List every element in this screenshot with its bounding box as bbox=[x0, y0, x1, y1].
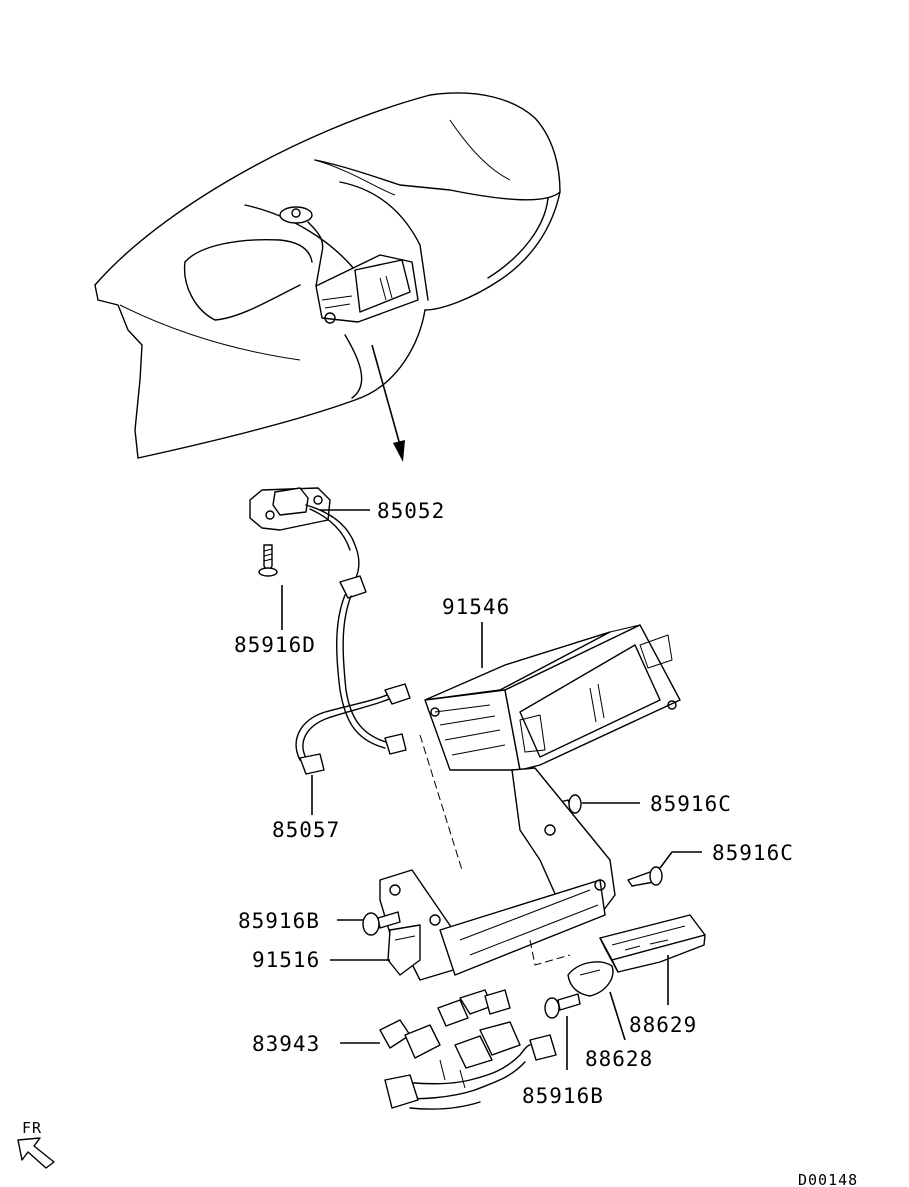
front-direction-indicator: FR bbox=[17, 1119, 55, 1169]
navigation-head-unit bbox=[424, 624, 681, 771]
screw-85916b-left bbox=[362, 911, 401, 936]
leader-88628 bbox=[609, 991, 626, 1041]
part-label-91546: 91546 bbox=[442, 595, 510, 619]
leader-85916c-lower bbox=[659, 851, 702, 869]
screw-85916b-right bbox=[544, 993, 581, 1019]
part-label-85916b-left: 85916B bbox=[238, 909, 320, 933]
dashed-line-2 bbox=[529, 939, 571, 966]
direction-label: FR bbox=[22, 1119, 42, 1137]
screw-85916c-lower bbox=[627, 866, 663, 887]
connector-harness bbox=[379, 989, 557, 1110]
front-arrow-icon bbox=[17, 1137, 55, 1169]
gps-antenna bbox=[249, 487, 367, 599]
part-label-91516: 91516 bbox=[252, 948, 320, 972]
mounting-bracket bbox=[379, 767, 616, 981]
part-label-85916c-upper: 85916C bbox=[650, 792, 732, 816]
diagram-code: D00148 bbox=[798, 1171, 858, 1187]
arrow-head-icon bbox=[393, 440, 405, 462]
callout-arrow bbox=[371, 344, 401, 446]
control-unit bbox=[599, 914, 706, 973]
part-label-85916c-lower: 85916C bbox=[712, 841, 794, 865]
part-label-88628: 88628 bbox=[585, 1047, 653, 1071]
clip-88628 bbox=[567, 961, 614, 997]
wire-harness bbox=[295, 594, 411, 775]
screw-85916d bbox=[258, 544, 278, 577]
part-label-85052: 85052 bbox=[377, 499, 445, 523]
part-label-88629: 88629 bbox=[629, 1013, 697, 1037]
part-label-85916b-right: 85916B bbox=[522, 1084, 604, 1108]
part-label-85057: 85057 bbox=[272, 818, 340, 842]
part-label-83943: 83943 bbox=[252, 1032, 320, 1056]
dashboard-illustration bbox=[94, 92, 561, 459]
part-label-85916d: 85916D bbox=[234, 633, 316, 657]
